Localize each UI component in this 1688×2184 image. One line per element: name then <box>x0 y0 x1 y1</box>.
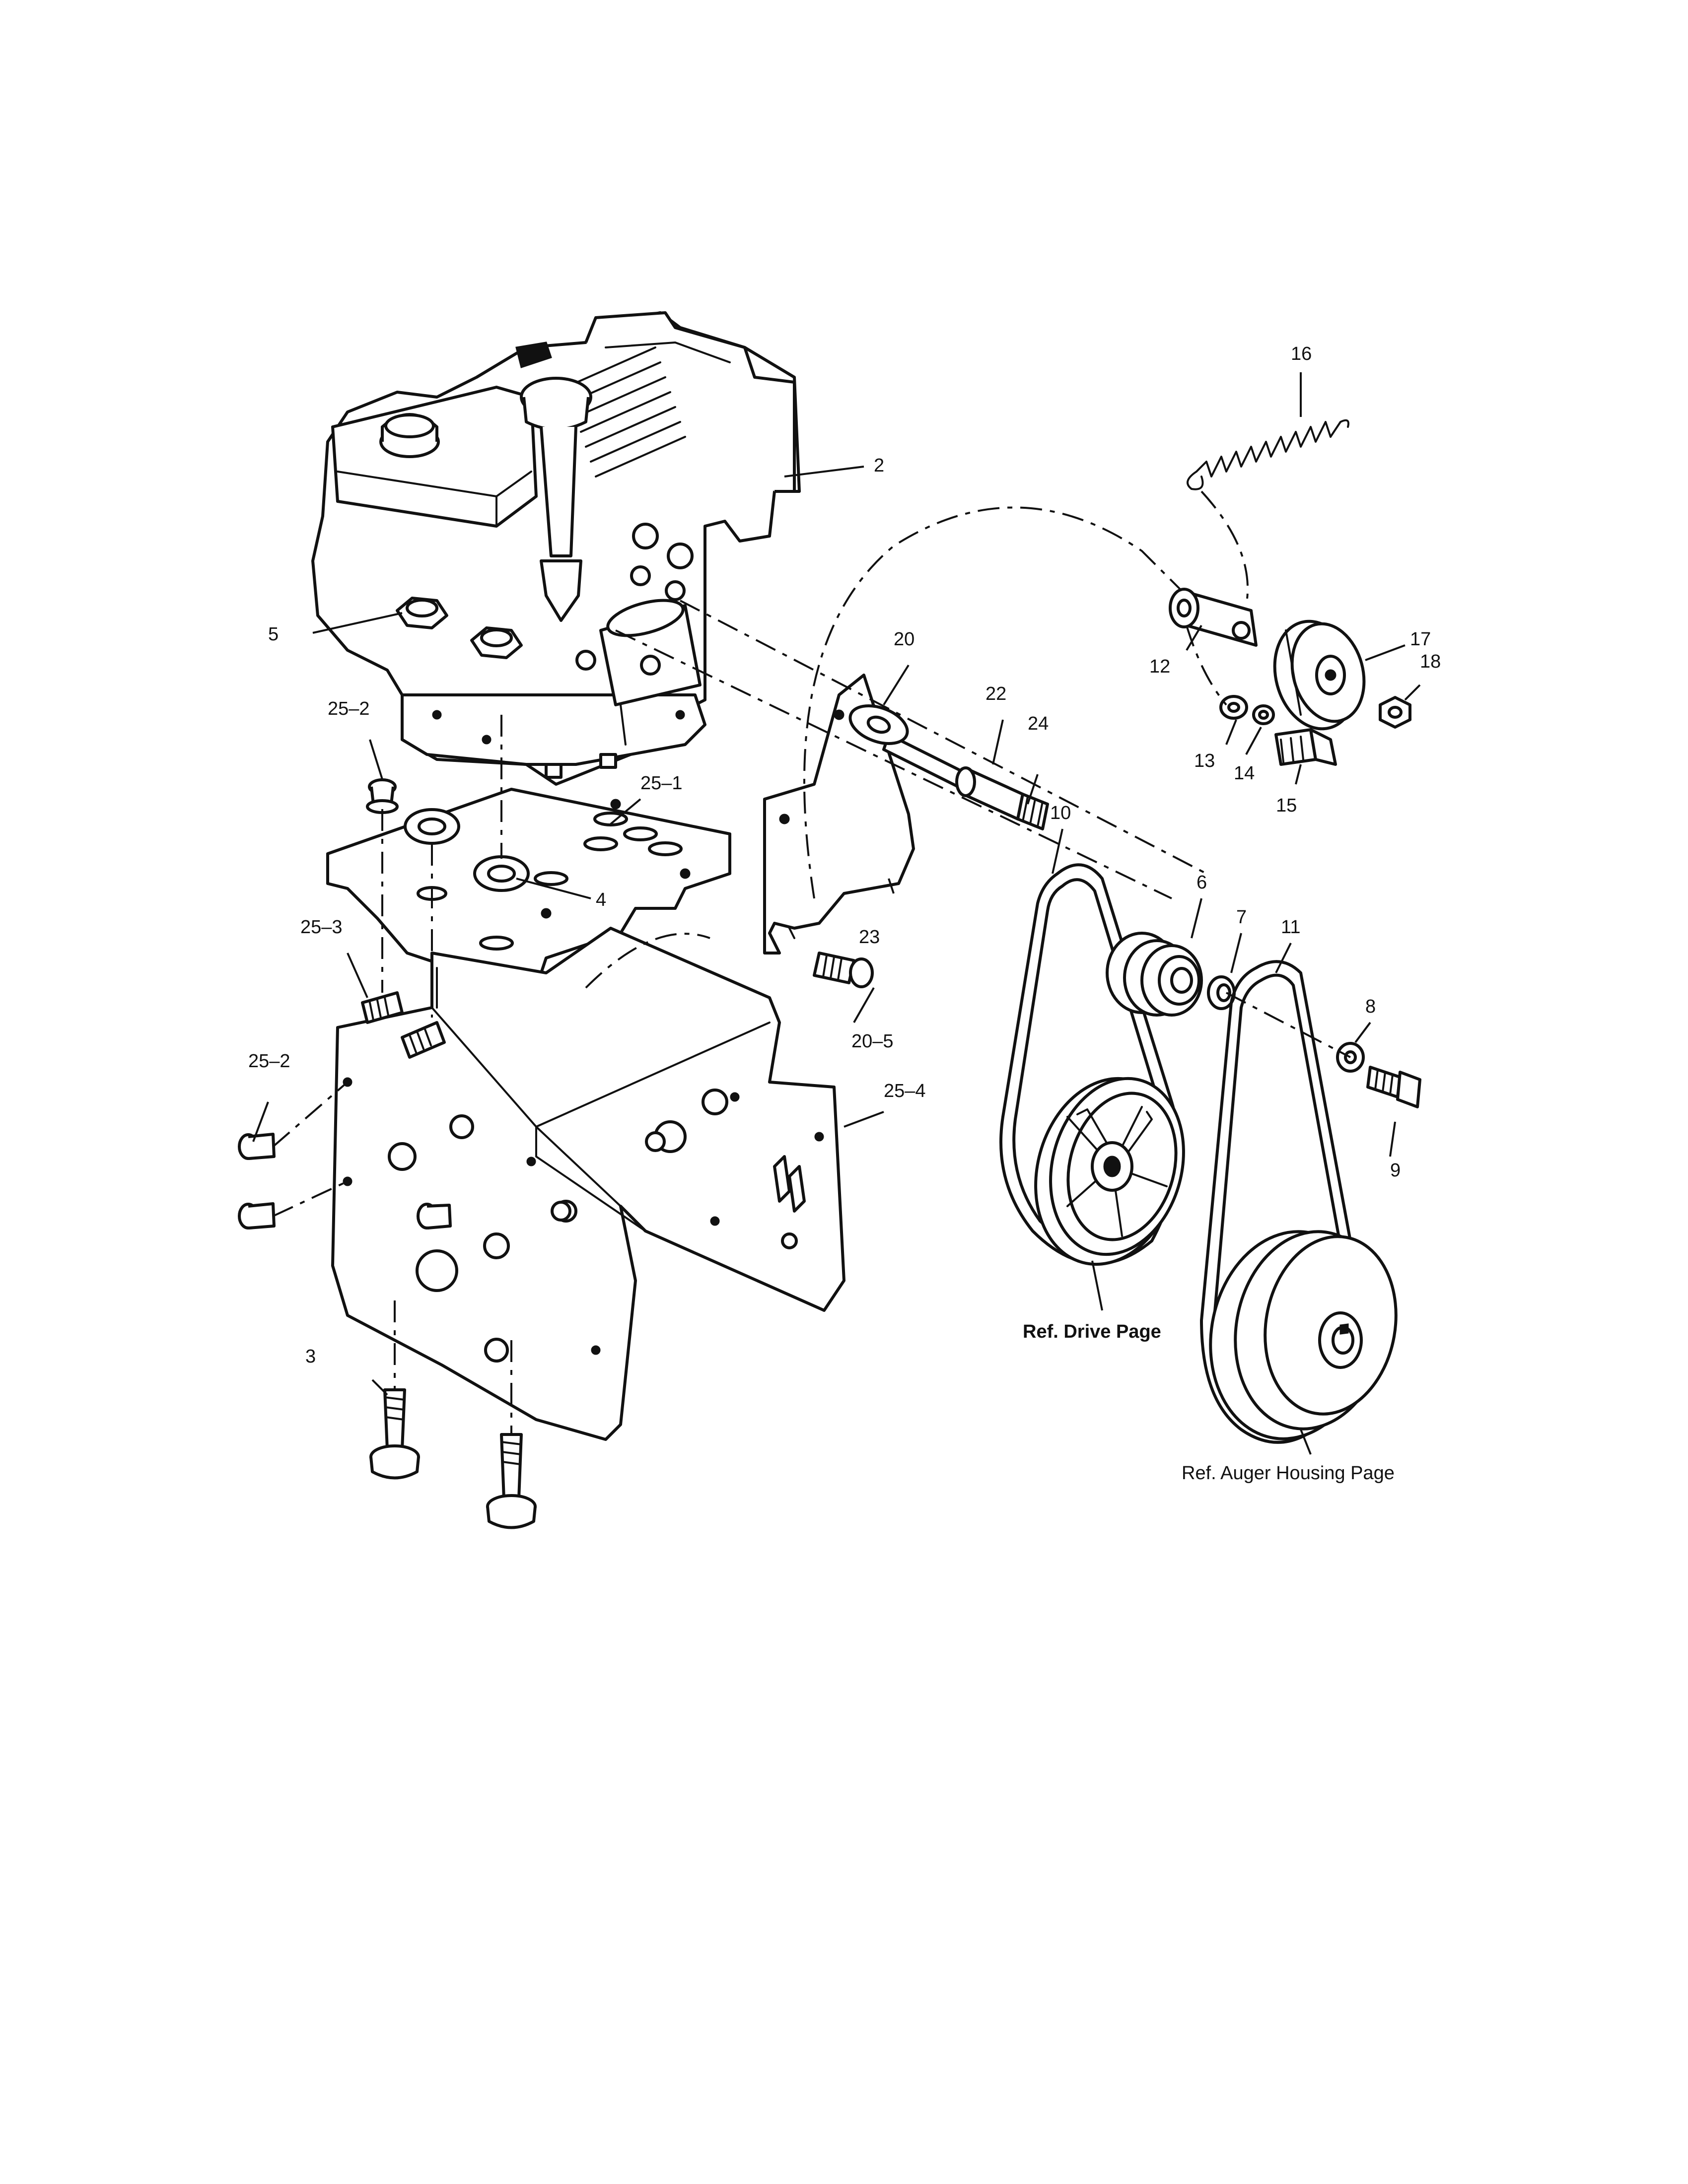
part-label: 2 <box>874 455 884 476</box>
part-label: 4 <box>596 889 606 910</box>
part-label: 5 <box>268 624 279 645</box>
lock-washer <box>1252 704 1275 725</box>
part-label: 9 <box>1390 1160 1401 1181</box>
engine-mount-nut <box>470 626 523 659</box>
shoulder-bolt-bottom <box>486 1433 537 1529</box>
callout-leaders <box>252 372 1421 1455</box>
star-washer <box>404 808 460 845</box>
hex-bolt <box>1274 728 1337 766</box>
part-label: 25–1 <box>640 773 683 794</box>
auger-pulley <box>1209 1230 1398 1440</box>
part-label: 16 <box>1291 343 1312 364</box>
part-label: 20–5 <box>851 1031 894 1052</box>
part-label: 18 <box>1420 651 1441 672</box>
ref-auger-housing-page: Ref. Auger Housing Page <box>1182 1463 1395 1484</box>
part-label: 25–2 <box>248 1051 290 1072</box>
part-label: 20 <box>894 629 914 650</box>
thread-screw <box>361 991 404 1024</box>
engine-mount-nut <box>396 597 448 629</box>
part-label: 8 <box>1365 996 1376 1017</box>
hex-nut <box>1379 696 1411 729</box>
part-label: 11 <box>1281 917 1300 938</box>
extension-spring <box>1187 419 1349 490</box>
part-label: 7 <box>1236 907 1247 928</box>
hex-screw <box>366 778 399 814</box>
pulley-bolt <box>1366 1066 1421 1108</box>
hex-screw <box>238 1133 276 1160</box>
shoulder-bolt <box>1016 793 1049 830</box>
part-label: 13 <box>1194 751 1215 771</box>
part-label: 23 <box>859 927 880 948</box>
part-label: 6 <box>1196 872 1207 893</box>
part-label: 10 <box>1050 803 1071 823</box>
part-label: 22 <box>985 683 1006 704</box>
idler-arm <box>1169 588 1258 647</box>
assembly-lines <box>272 490 1351 1434</box>
part-label: 25–2 <box>328 698 370 719</box>
drive-pulley <box>1034 1077 1185 1266</box>
part-label: 25–4 <box>884 1081 926 1101</box>
spacer <box>955 766 1024 820</box>
carriage-bolt <box>813 952 874 988</box>
part-label: 25–3 <box>300 917 343 938</box>
star-washer <box>473 855 530 892</box>
hex-screw <box>238 1202 276 1229</box>
part-labels: 2 3 4 5 6 7 8 9 10 11 12 13 14 15 16 17 … <box>248 343 1441 1367</box>
frame <box>331 927 845 1441</box>
hex-screw <box>417 1203 452 1229</box>
part-label: 3 <box>305 1346 316 1367</box>
thread-screw <box>401 1021 446 1059</box>
engine <box>311 311 801 786</box>
idler-pulley <box>1273 619 1366 731</box>
part-label: 14 <box>1234 763 1255 784</box>
part-label: 24 <box>1028 713 1049 734</box>
shoulder-bolt-bottom <box>369 1388 420 1480</box>
ref-drive-page: Ref. Drive Page <box>1023 1321 1161 1342</box>
part-label: 15 <box>1276 795 1297 816</box>
flat-washer <box>1219 695 1248 720</box>
engine-pulley <box>1106 932 1203 1017</box>
part-label: 12 <box>1149 656 1170 677</box>
part-label: 17 <box>1410 629 1431 650</box>
